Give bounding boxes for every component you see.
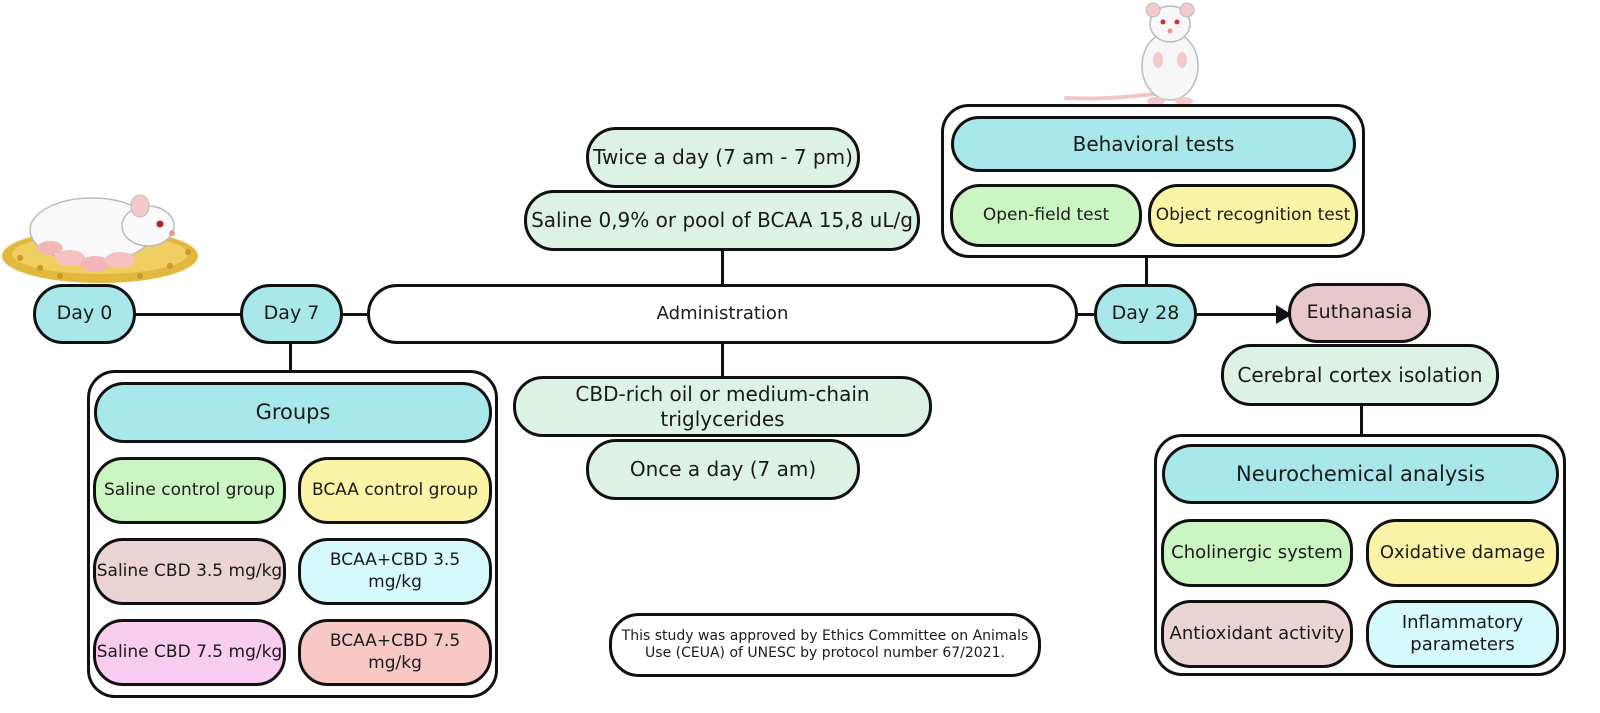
group-label: BCAA+CBD 3.5 mg/kg bbox=[329, 550, 461, 592]
behavioral-test-label: Open-field test bbox=[982, 204, 1110, 225]
object-recognition-test: Object recognition test bbox=[1148, 184, 1358, 247]
timeline-line-day0-day7 bbox=[134, 313, 242, 316]
day0-node: Day 0 bbox=[33, 284, 136, 344]
day7-node: Day 7 bbox=[240, 284, 343, 344]
group-bcaa-cbd-3-5: BCAA+CBD 3.5 mg/kg bbox=[298, 538, 492, 605]
timeline-line-day28-euthanasia bbox=[1196, 313, 1282, 316]
connector-admin-top bbox=[721, 250, 724, 285]
cortex-isolation: Cerebral cortex isolation bbox=[1221, 344, 1499, 406]
day0-label: Day 0 bbox=[56, 302, 113, 325]
connector-day7-groups bbox=[289, 344, 292, 372]
day28-label: Day 28 bbox=[1111, 302, 1180, 325]
groups-title: Groups bbox=[255, 400, 331, 425]
group-label: Saline CBD 3.5 mg/kg bbox=[96, 560, 283, 581]
day28-node: Day 28 bbox=[1094, 284, 1197, 344]
neurochemical-label: Antioxidant activity bbox=[1169, 622, 1345, 644]
euthanasia-label: Euthanasia bbox=[1306, 301, 1413, 324]
group-saline-cbd-3-5: Saline CBD 3.5 mg/kg bbox=[93, 538, 286, 605]
group-label: Saline CBD 7.5 mg/kg bbox=[96, 641, 283, 662]
open-field-test: Open-field test bbox=[950, 184, 1142, 247]
euthanasia-node: Euthanasia bbox=[1288, 283, 1431, 343]
ethics-note: This study was approved by Ethics Commit… bbox=[609, 613, 1041, 677]
neurochemical-label: Inflammatory parameters bbox=[1401, 611, 1524, 656]
connector-admin-bottom bbox=[721, 344, 724, 378]
standing-rat-icon bbox=[1064, 2, 1199, 105]
cholinergic-system: Cholinergic system bbox=[1161, 519, 1353, 587]
groups-header: Groups bbox=[94, 382, 492, 443]
ethics-note-line1: This study was approved by Ethics Commit… bbox=[621, 627, 1029, 644]
neurochemical-title: Neurochemical analysis bbox=[1236, 461, 1485, 486]
neurochemical-label: Oxidative damage bbox=[1379, 541, 1546, 563]
group-bcaa-cbd-7-5: BCAA+CBD 7.5 mg/kg bbox=[298, 619, 492, 686]
group-saline-cbd-7-5: Saline CBD 7.5 mg/kg bbox=[93, 619, 286, 686]
administration-bar: Administration bbox=[367, 284, 1078, 344]
timeline-line-day7-admin bbox=[342, 313, 370, 316]
rat-mother-with-pups-icon bbox=[2, 194, 198, 283]
group-label: Saline control group bbox=[104, 479, 275, 500]
oxidative-damage: Oxidative damage bbox=[1366, 519, 1559, 587]
connector-cortex-neuro bbox=[1360, 405, 1363, 437]
admin-top-schedule-label: Twice a day (7 am - 7 pm) bbox=[593, 145, 853, 169]
group-label: BCAA+CBD 7.5 mg/kg bbox=[329, 631, 461, 673]
group-bcaa-control: BCAA control group bbox=[298, 457, 492, 524]
antioxidant-activity: Antioxidant activity bbox=[1161, 600, 1353, 668]
cortex-label: Cerebral cortex isolation bbox=[1237, 362, 1483, 387]
group-saline-control: Saline control group bbox=[93, 457, 286, 524]
day7-label: Day 7 bbox=[263, 302, 320, 325]
group-label: BCAA control group bbox=[311, 479, 479, 500]
connector-behavioral-day28 bbox=[1145, 256, 1148, 286]
admin-bottom-treatment-label: CBD-rich oil or medium-chain triglycerid… bbox=[575, 381, 870, 431]
admin-bottom-schedule-label: Once a day (7 am) bbox=[629, 457, 817, 481]
behavioral-header: Behavioral tests bbox=[951, 116, 1356, 172]
ethics-note-line2: Use (CEUA) of UNESC by protocol number 6… bbox=[645, 645, 1005, 661]
arrow-head-icon bbox=[1276, 305, 1292, 324]
admin-top-treatment-label: Saline 0,9% or pool of BCAA 15,8 uL/g bbox=[531, 208, 913, 232]
neurochemical-label: Cholinergic system bbox=[1171, 541, 1343, 563]
timeline-line-admin-day28 bbox=[1076, 313, 1096, 316]
admin-bottom-schedule: Once a day (7 am) bbox=[586, 439, 860, 500]
inflammatory-parameters: Inflammatory parameters bbox=[1366, 600, 1559, 668]
admin-top-treatment: Saline 0,9% or pool of BCAA 15,8 uL/g bbox=[524, 190, 920, 251]
admin-top-schedule: Twice a day (7 am - 7 pm) bbox=[586, 127, 860, 188]
admin-bottom-treatment: CBD-rich oil or medium-chain triglycerid… bbox=[513, 376, 932, 437]
behavioral-test-label: Object recognition test bbox=[1155, 204, 1351, 225]
neurochemical-header: Neurochemical analysis bbox=[1162, 444, 1559, 504]
behavioral-title: Behavioral tests bbox=[1072, 131, 1235, 156]
administration-label: Administration bbox=[656, 302, 789, 324]
